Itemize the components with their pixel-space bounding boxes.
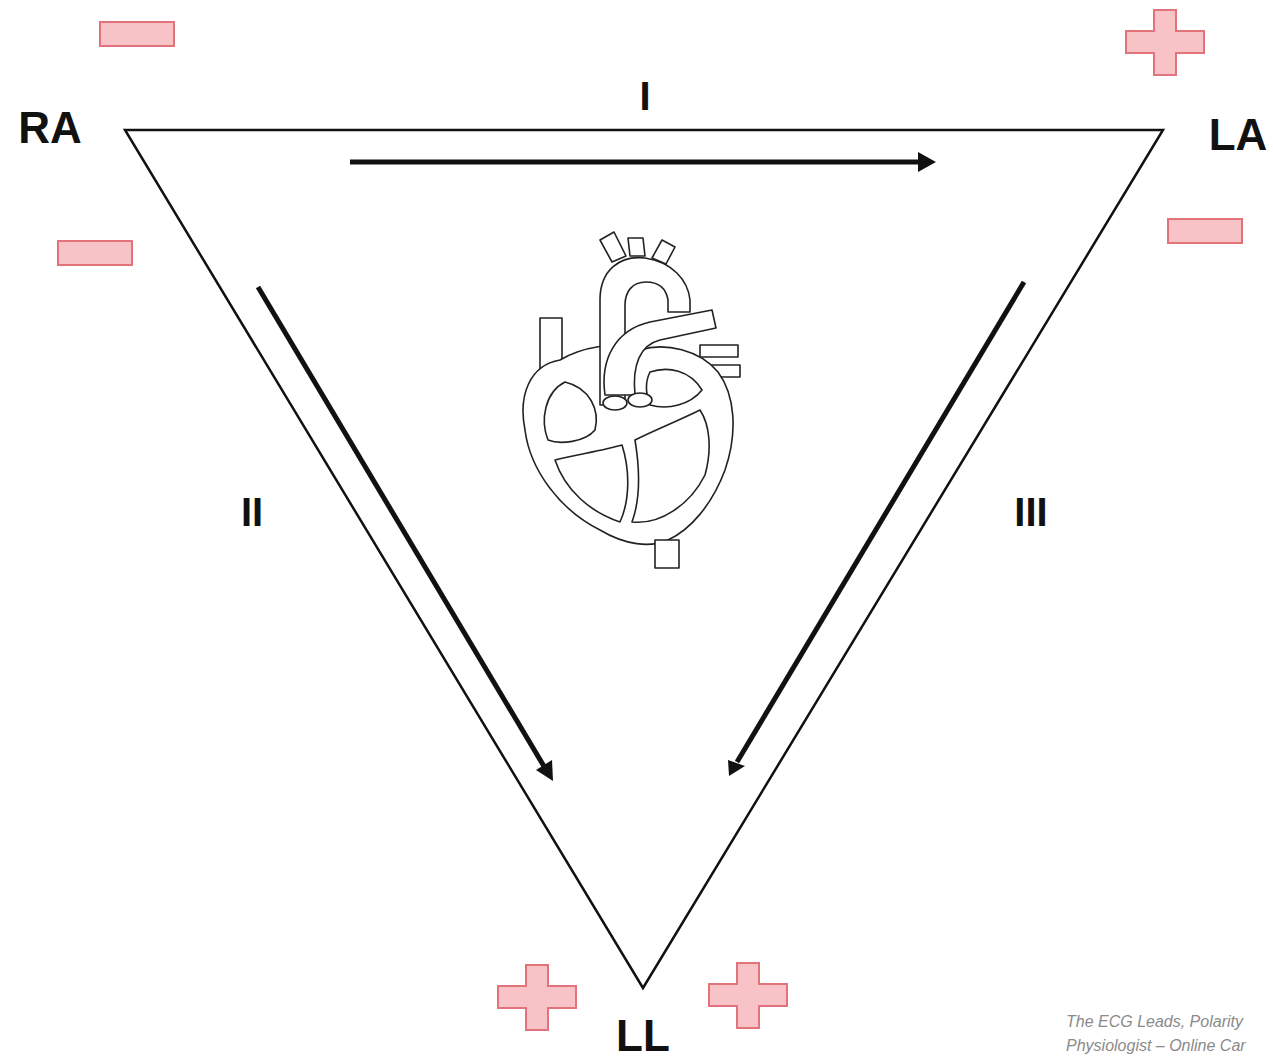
- lead-name: II: [241, 490, 263, 534]
- electrode-label: RA: [18, 104, 82, 152]
- lead-name: III: [1014, 490, 1047, 534]
- electrode-label: LL: [616, 1012, 670, 1060]
- lead-name: I: [639, 74, 650, 118]
- source-watermark: Physiologist – Online Car: [1066, 1037, 1246, 1055]
- lead-arrows: [258, 152, 1024, 781]
- electrode-label: LA: [1209, 111, 1268, 159]
- triangle-outline: [125, 130, 1163, 988]
- heart-illustration: [523, 232, 740, 568]
- source-watermark: The ECG Leads, Polarity: [1066, 1013, 1243, 1031]
- polarity-signs: [58, 10, 1242, 1030]
